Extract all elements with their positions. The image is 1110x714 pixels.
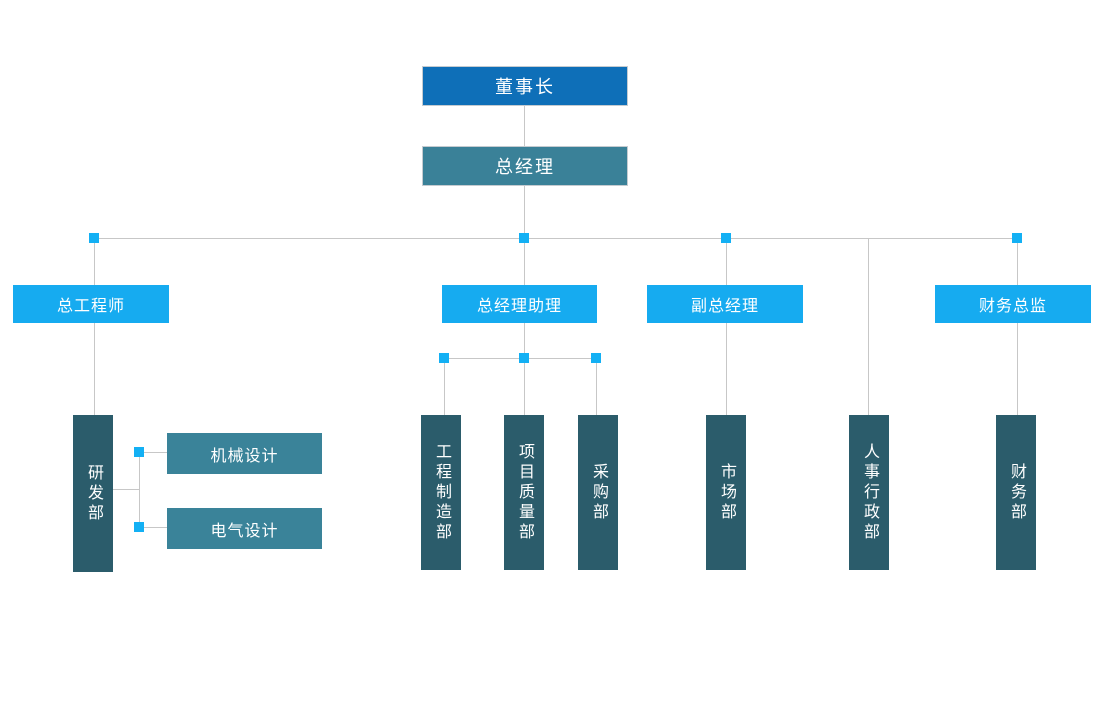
node-gm-assistant[interactable]: 总经理助理 — [442, 285, 597, 323]
connector-line — [524, 186, 525, 238]
node-deputy-gm-label: 副总经理 — [690, 298, 759, 315]
node-electrical-design-label: 电气设计 — [210, 522, 279, 540]
connector-line — [139, 527, 167, 528]
connector-line — [726, 323, 727, 415]
node-hr-admin-dept-label: 人事行政部 — [861, 442, 878, 543]
connector-line — [524, 106, 525, 146]
node-procurement-dept[interactable]: 采购部 — [578, 415, 618, 570]
connection-handle[interactable] — [134, 447, 144, 457]
connection-handle[interactable] — [721, 233, 731, 243]
connection-handle[interactable] — [519, 233, 529, 243]
connector-line — [1017, 323, 1018, 415]
connection-handle[interactable] — [134, 522, 144, 532]
connector-line — [596, 358, 597, 415]
node-project-quality-dept-label: 项目质量部 — [516, 442, 533, 543]
connection-handle[interactable] — [1012, 233, 1022, 243]
connector-line — [868, 238, 869, 415]
node-finance-dept-label: 财务部 — [1008, 462, 1025, 523]
connection-handle[interactable] — [591, 353, 601, 363]
connector-line — [726, 238, 727, 285]
connector-line — [94, 323, 95, 415]
node-general-manager[interactable]: 总经理 — [422, 146, 628, 186]
connector-line — [94, 238, 1017, 239]
connector-line — [444, 358, 445, 415]
node-marketing-dept[interactable]: 市场部 — [706, 415, 746, 570]
node-electrical-design[interactable]: 电气设计 — [167, 508, 322, 549]
node-rd-dept[interactable]: 研发部 — [73, 415, 113, 572]
node-finance-director[interactable]: 财务总监 — [935, 285, 1091, 323]
node-general-manager-label: 总经理 — [495, 157, 555, 177]
connector-line — [524, 358, 525, 415]
node-engineering-manufacturing-dept-label: 工程制造部 — [433, 442, 450, 543]
node-finance-dept[interactable]: 财务部 — [996, 415, 1036, 570]
connector-line — [524, 238, 525, 285]
node-chief-engineer-label: 总工程师 — [56, 298, 125, 315]
connector-line — [94, 238, 95, 285]
node-deputy-gm[interactable]: 副总经理 — [647, 285, 803, 323]
node-gm-assistant-label: 总经理助理 — [476, 298, 562, 315]
node-mechanical-design-label: 机械设计 — [210, 447, 279, 465]
node-mechanical-design[interactable]: 机械设计 — [167, 433, 322, 474]
connector-line — [139, 452, 140, 527]
connector-line — [1017, 238, 1018, 285]
node-rd-dept-label: 研发部 — [85, 463, 102, 524]
node-marketing-dept-label: 市场部 — [718, 462, 735, 523]
node-chief-engineer[interactable]: 总工程师 — [13, 285, 169, 323]
connector-line — [139, 452, 167, 453]
node-project-quality-dept[interactable]: 项目质量部 — [504, 415, 544, 570]
connection-handle[interactable] — [519, 353, 529, 363]
node-engineering-manufacturing-dept[interactable]: 工程制造部 — [421, 415, 461, 570]
connector-line — [112, 489, 139, 490]
connection-handle[interactable] — [89, 233, 99, 243]
node-chairman-label: 董事长 — [495, 77, 555, 97]
node-finance-director-label: 财务总监 — [978, 298, 1047, 315]
connection-handle[interactable] — [439, 353, 449, 363]
connector-line — [524, 323, 525, 358]
node-procurement-dept-label: 采购部 — [590, 462, 607, 523]
node-hr-admin-dept[interactable]: 人事行政部 — [849, 415, 889, 570]
node-chairman[interactable]: 董事长 — [422, 66, 628, 106]
